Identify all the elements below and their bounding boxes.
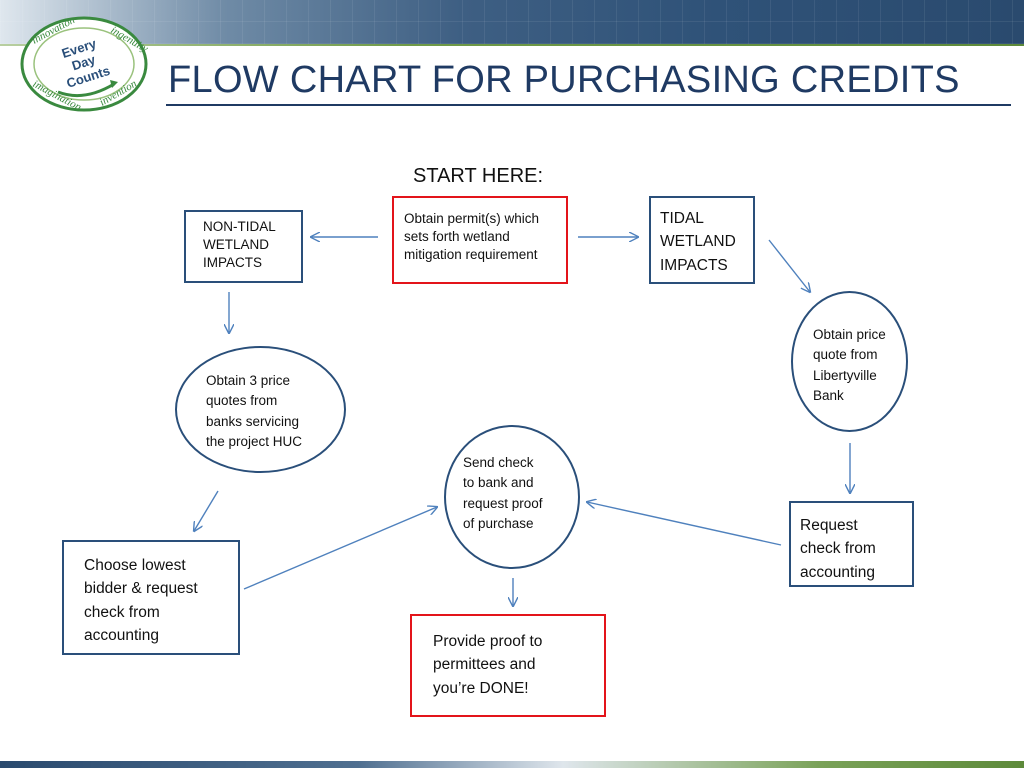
node-provide-proof: Provide proof to permittees and you’re D… — [410, 614, 606, 717]
page-title: FLOW CHART FOR PURCHASING CREDITS — [168, 59, 960, 101]
node-send-check-text: Send check to bank and request proof of … — [463, 455, 543, 531]
node-send-check: Send check to bank and request proof of … — [444, 425, 580, 569]
node-non-tidal-text: NON-TIDAL WETLAND IMPACTS — [203, 219, 276, 271]
header-accent-line — [0, 44, 1024, 46]
node-request-check-text: Request check from accounting — [800, 517, 876, 581]
arrow-quotes-to-lowest — [194, 490, 219, 531]
footer-strip — [0, 761, 1024, 768]
node-obtain-permits: Obtain permit(s) which sets forth wetlan… — [392, 196, 568, 284]
arrow-tidal-to-libertyville — [768, 239, 810, 292]
header-banner — [0, 0, 1024, 44]
arrow-request-to-sendcheck — [587, 502, 782, 546]
node-libertyville-quote: Obtain price quote from Libertyville Ban… — [791, 291, 908, 432]
svg-text:Day: Day — [70, 52, 98, 74]
arrow-lowest-to-sendcheck — [243, 507, 437, 590]
node-choose-lowest: Choose lowest bidder & request check fro… — [62, 540, 240, 655]
node-tidal-text: TIDAL WETLAND IMPACTS — [660, 210, 736, 274]
every-day-counts-logo: innovation ingenuity invention imaginati… — [20, 14, 150, 114]
node-request-check: Request check from accounting — [789, 501, 914, 587]
title-underline — [166, 104, 1011, 106]
node-non-tidal: NON-TIDAL WETLAND IMPACTS — [184, 210, 303, 283]
node-three-quotes-text: Obtain 3 price quotes from banks servici… — [206, 373, 303, 449]
node-obtain-permits-text: Obtain permit(s) which sets forth wetlan… — [404, 211, 540, 263]
node-choose-lowest-text: Choose lowest bidder & request check fro… — [84, 557, 198, 644]
node-provide-proof-text: Provide proof to permittees and you’re D… — [433, 633, 543, 697]
start-label: START HERE: — [413, 165, 544, 187]
node-tidal: TIDAL WETLAND IMPACTS — [649, 196, 755, 284]
node-libertyville-quote-text: Obtain price quote from Libertyville Ban… — [813, 327, 886, 403]
node-three-quotes: Obtain 3 price quotes from banks servici… — [175, 346, 346, 473]
